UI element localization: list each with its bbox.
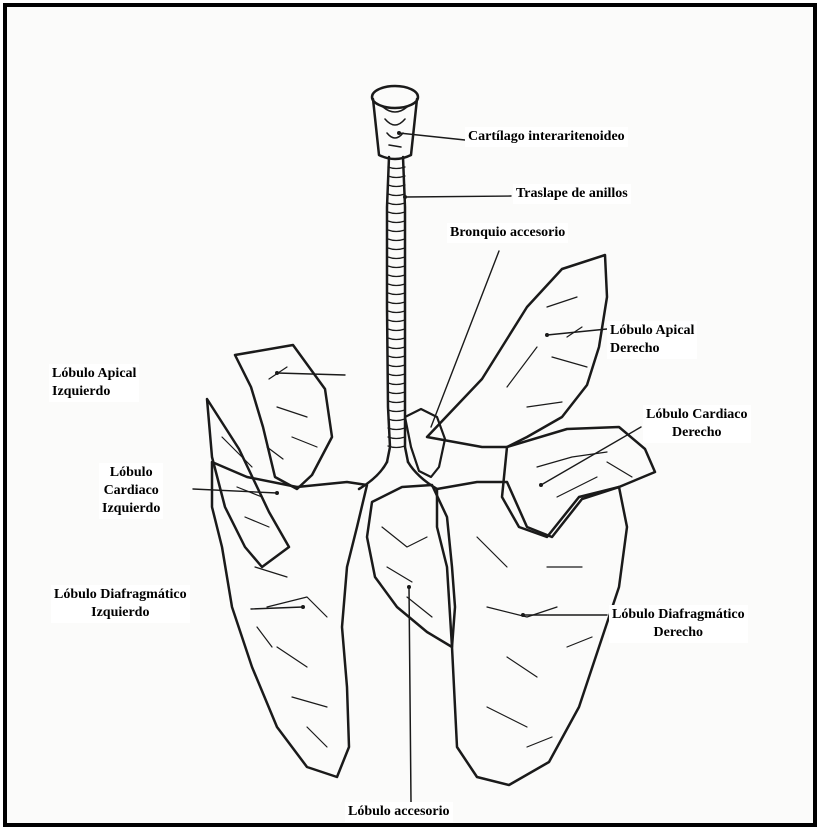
left-apical-lobe (235, 345, 332, 489)
tracheal-ring (388, 275, 405, 277)
tracheal-ring (388, 257, 405, 259)
tracheal-ring (388, 428, 405, 430)
tracheal-ring (388, 185, 405, 187)
accessory-lobe-shape (367, 485, 455, 647)
tracheal-ring (388, 239, 405, 241)
tracheal-ring (388, 338, 405, 340)
tracheal-ring (388, 311, 405, 313)
label-cartilago-interaritenoideo: Cartílago interaritenoideo (465, 127, 628, 147)
tracheal-ring (388, 410, 405, 412)
label-lobulo-diafragmatico-derecho: Lóbulo Diafragmático Derecho (609, 605, 748, 643)
tracheal-ring (388, 230, 405, 232)
left-diaphragmatic-lobe (212, 462, 367, 777)
label-line: Lóbulo (102, 464, 160, 482)
tracheal-ring (388, 401, 405, 403)
label-lobulo-accesorio: Lóbulo accesorio (345, 802, 453, 822)
tracheal-ring (388, 248, 405, 250)
tracheal-ring (388, 203, 405, 205)
tracheal-ring (388, 302, 405, 304)
label-line: Cardiaco (102, 482, 160, 500)
tracheal-ring (388, 392, 405, 394)
tracheal-ring (388, 266, 405, 268)
label-traslape-anillos: Traslape de anillos (513, 184, 631, 204)
label-bronquio-accesorio: Bronquio accesorio (447, 223, 568, 243)
tracheal-ring (388, 365, 405, 367)
label-line: Lóbulo Cardiaco (646, 406, 748, 424)
tracheal-ring (388, 221, 405, 223)
label-line: Izquierdo (52, 383, 136, 401)
label-lobulo-cardiaco-derecho: Lóbulo Cardiaco Derecho (643, 405, 751, 443)
tracheal-ring (388, 320, 405, 322)
label-line: Izquierdo (102, 500, 160, 518)
label-text: Cartílago interaritenoideo (468, 129, 625, 144)
label-line: Lóbulo Diafragmático (54, 586, 187, 604)
tracheal-ring (388, 383, 405, 385)
label-line: Derecho (612, 624, 745, 642)
tracheal-ring (388, 284, 405, 286)
label-line: Lóbulo Diafragmático (612, 606, 745, 624)
leader-lines (193, 133, 641, 615)
label-lobulo-diafragmatico-izquierdo: Lóbulo Diafragmático Izquierdo (51, 585, 190, 623)
tracheal-ring (388, 167, 405, 169)
tracheal-ring (388, 194, 405, 196)
right-diaphragmatic-lobe (437, 482, 627, 785)
tracheal-ring (388, 356, 405, 358)
label-lobulo-apical-izquierdo: Lóbulo Apical Izquierdo (49, 364, 139, 402)
right-apical-lobe (427, 255, 607, 447)
tracheal-ring (388, 176, 405, 178)
figure-frame: Cartílago interaritenoideo Traslape de a… (3, 3, 817, 827)
tracheal-ring (388, 212, 405, 214)
label-text: Traslape de anillos (516, 186, 628, 201)
label-line: Lóbulo Apical (610, 322, 694, 340)
tracheal-ring (388, 446, 405, 448)
label-line: Izquierdo (54, 604, 187, 622)
label-line: Derecho (610, 340, 694, 358)
tracheal-ring (388, 374, 405, 376)
larynx (372, 86, 418, 159)
tracheal-ring (388, 419, 405, 421)
tracheal-ring (388, 437, 405, 439)
tracheal-ring (388, 329, 405, 331)
label-text: Lóbulo accesorio (348, 804, 450, 819)
label-lobulo-cardiaco-izquierdo: Lóbulo Cardiaco Izquierdo (99, 463, 163, 519)
tracheal-ring (388, 347, 405, 349)
label-line: Lóbulo Apical (52, 365, 136, 383)
label-text: Bronquio accesorio (450, 225, 565, 240)
tracheal-ring (388, 293, 405, 295)
label-lobulo-apical-derecho: Lóbulo Apical Derecho (607, 321, 697, 359)
label-line: Derecho (646, 424, 748, 442)
